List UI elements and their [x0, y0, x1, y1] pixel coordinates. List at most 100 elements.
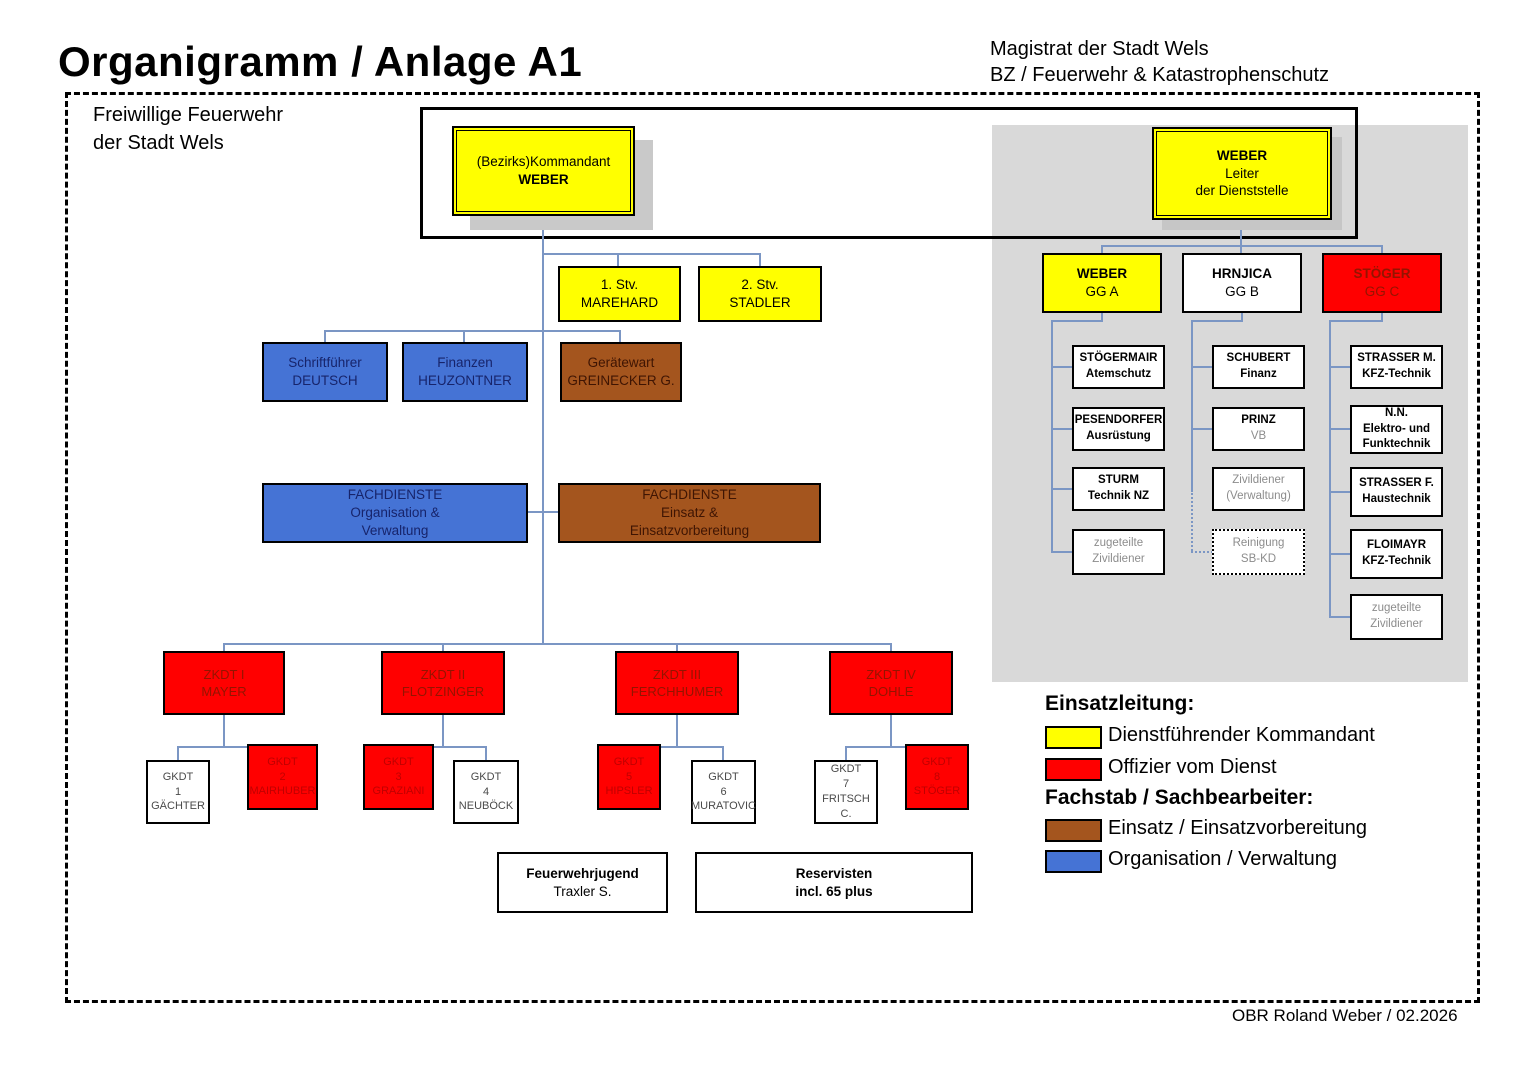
gkdt3-num: 3	[395, 770, 402, 783]
box-stv2-role: 2. Stv.	[741, 277, 779, 293]
connector	[528, 511, 560, 513]
box-strasser-f: STRASSER F. Haustechnik	[1350, 467, 1443, 517]
box-floimayr: FLOIMAYR KFZ-Technik	[1350, 529, 1443, 579]
connector	[177, 746, 179, 761]
fachdienste-orga-l1: FACHDIENSTE	[347, 487, 443, 503]
connector	[1329, 366, 1351, 368]
sturm-role: Technik NZ	[1087, 490, 1150, 502]
zkdt4-name: DOHLE	[868, 684, 914, 699]
connector	[1240, 220, 1242, 247]
box-gkdt1: GKDT 1 GÄCHTER	[146, 760, 210, 824]
strasser-m-role: KFZ-Technik	[1362, 368, 1431, 380]
legend-swatch-red	[1045, 758, 1102, 781]
box-zivildiener-verwaltung: Zivildiener (Verwaltung)	[1212, 467, 1305, 511]
zkdt4-role: ZKDT IV	[866, 666, 916, 682]
reinigung-l1: Reinigung	[1232, 537, 1285, 550]
page-dashed-border	[65, 92, 1480, 1003]
box-stoegermair: STÖGERMAIR Atemschutz	[1072, 345, 1165, 389]
legend-label-einsatz: Einsatz / Einsatzvorbereitung	[1108, 817, 1368, 839]
connector	[442, 643, 444, 652]
legend-swatch-brown	[1045, 819, 1102, 842]
gkdt5-num: 5	[625, 770, 633, 783]
subtitle-line1: Freiwillige Feuerwehr	[93, 104, 284, 126]
pesendorfer-role: Ausrüstung	[1086, 430, 1151, 442]
connector	[324, 330, 620, 332]
fachdienste-orga-l2: Organisation &	[350, 505, 440, 521]
zkdt1-name: MAYER	[201, 684, 247, 699]
sturm-name: STURM	[1098, 474, 1139, 487]
box-gkdt7: GKDT 7 FRITSCH C.	[814, 760, 878, 824]
box-finanzen-role: Finanzen	[437, 355, 493, 371]
box-gkdt5: GKDT 5 HIPSLER	[597, 744, 661, 810]
box-prinz: PRINZ VB	[1212, 407, 1305, 451]
box-schubert: SCHUBERT Finanz	[1212, 345, 1305, 389]
box-schriftfuehrer: Schriftführer DEUTSCH	[262, 342, 388, 402]
gg-c-name: STÖGER	[1353, 266, 1411, 282]
leiter-name: WEBER	[1216, 147, 1268, 163]
connector	[1329, 320, 1383, 322]
feuerwehrjugend-name: Traxler S.	[553, 883, 612, 899]
reinigung-l2: SB-KD	[1240, 553, 1277, 565]
zkdt3-name: FERCHHUMER	[630, 684, 724, 699]
gkdt6-num: 6	[720, 785, 727, 798]
schubert-name: SCHUBERT	[1226, 352, 1291, 365]
zivildiener-c-l2: Zivildiener	[1370, 618, 1423, 630]
gkdt8-num: 8	[933, 770, 941, 783]
strasser-m-name: STRASSER M.	[1357, 352, 1436, 365]
zivildiener-verw-l2: (Verwaltung)	[1226, 490, 1291, 502]
gkdt8-name: STÖGER	[913, 785, 961, 798]
box-geraetewart-name: GREINECKER G.	[567, 373, 675, 388]
legend-swatch-blue	[1045, 850, 1102, 873]
box-geraetewart-role: Gerätewart	[587, 355, 655, 371]
legend-header-fachstab: Fachstab / Sachbearbeiter:	[1045, 786, 1314, 809]
box-gkdt2: GKDT 2 MAIRHUBER	[247, 744, 318, 810]
connector	[1051, 320, 1053, 553]
zivildiener-verw-l1: Zivildiener	[1232, 474, 1285, 487]
org-unit-line2: BZ / Feuerwehr & Katastrophenschutz	[990, 64, 1330, 86]
subtitle-line2: der Stadt Wels	[93, 132, 224, 154]
connector	[1191, 366, 1213, 368]
gkdt8-role: GKDT	[921, 755, 953, 768]
legend-label-offizier: Offizier vom Dienst	[1108, 756, 1277, 778]
gkdt4-num: 4	[482, 785, 490, 798]
connector	[1101, 313, 1103, 322]
box-reinigung: Reinigung SB-KD	[1212, 529, 1305, 575]
connector	[759, 253, 761, 267]
box-strasser-m: STRASSER M. KFZ-Technik	[1350, 345, 1443, 389]
gg-b-name: HRNJICA	[1211, 266, 1272, 282]
gkdt4-role: GKDT	[470, 770, 502, 783]
gkdt7-name: FRITSCH C.	[822, 793, 870, 820]
gkdt1-role: GKDT	[162, 770, 194, 783]
box-zivildiener-c: zugeteilte Zivildiener	[1350, 594, 1443, 640]
gkdt5-name: HIPSLER	[605, 785, 653, 798]
pesendorfer-name: PESENDORFER	[1074, 414, 1163, 427]
nn-name: N.N.	[1385, 407, 1408, 420]
gkdt6-name: MURATOVIC	[691, 800, 756, 813]
connector	[1051, 428, 1073, 430]
gkdt7-num: 7	[842, 778, 850, 791]
box-geraetewart: Gerätewart GREINECKER G.	[560, 342, 682, 402]
footer-credit: OBR Roland Weber / 02.2026	[1232, 1006, 1458, 1025]
connector	[845, 746, 938, 748]
gg-a-name: WEBER	[1076, 266, 1128, 282]
connector	[1101, 245, 1383, 247]
connector-dotted	[1191, 490, 1193, 551]
box-zkdt3: ZKDT III FERCHHUMER	[615, 651, 739, 715]
box-gkdt8: GKDT 8 STÖGER	[905, 744, 969, 810]
connector	[223, 643, 225, 652]
legend-swatch-yellow	[1045, 726, 1102, 749]
leiter-role1: Leiter	[1225, 165, 1259, 181]
zkdt3-role: ZKDT III	[652, 666, 702, 682]
box-finanzen-name: HEUZONTNER	[418, 373, 512, 388]
connector	[223, 715, 225, 748]
box-nn-elektro: N.N. Elektro- und Funktechnik	[1350, 405, 1443, 454]
connector	[1051, 551, 1073, 553]
box-sturm: STURM Technik NZ	[1072, 467, 1165, 511]
legend-header-einsatzleitung: Einsatzleitung:	[1045, 692, 1195, 715]
connector	[1051, 320, 1103, 322]
gkdt6-role: GKDT	[708, 770, 739, 783]
connector	[485, 746, 487, 761]
connector	[845, 746, 847, 761]
fachdienste-einsatz-l1: FACHDIENSTE	[642, 487, 737, 503]
